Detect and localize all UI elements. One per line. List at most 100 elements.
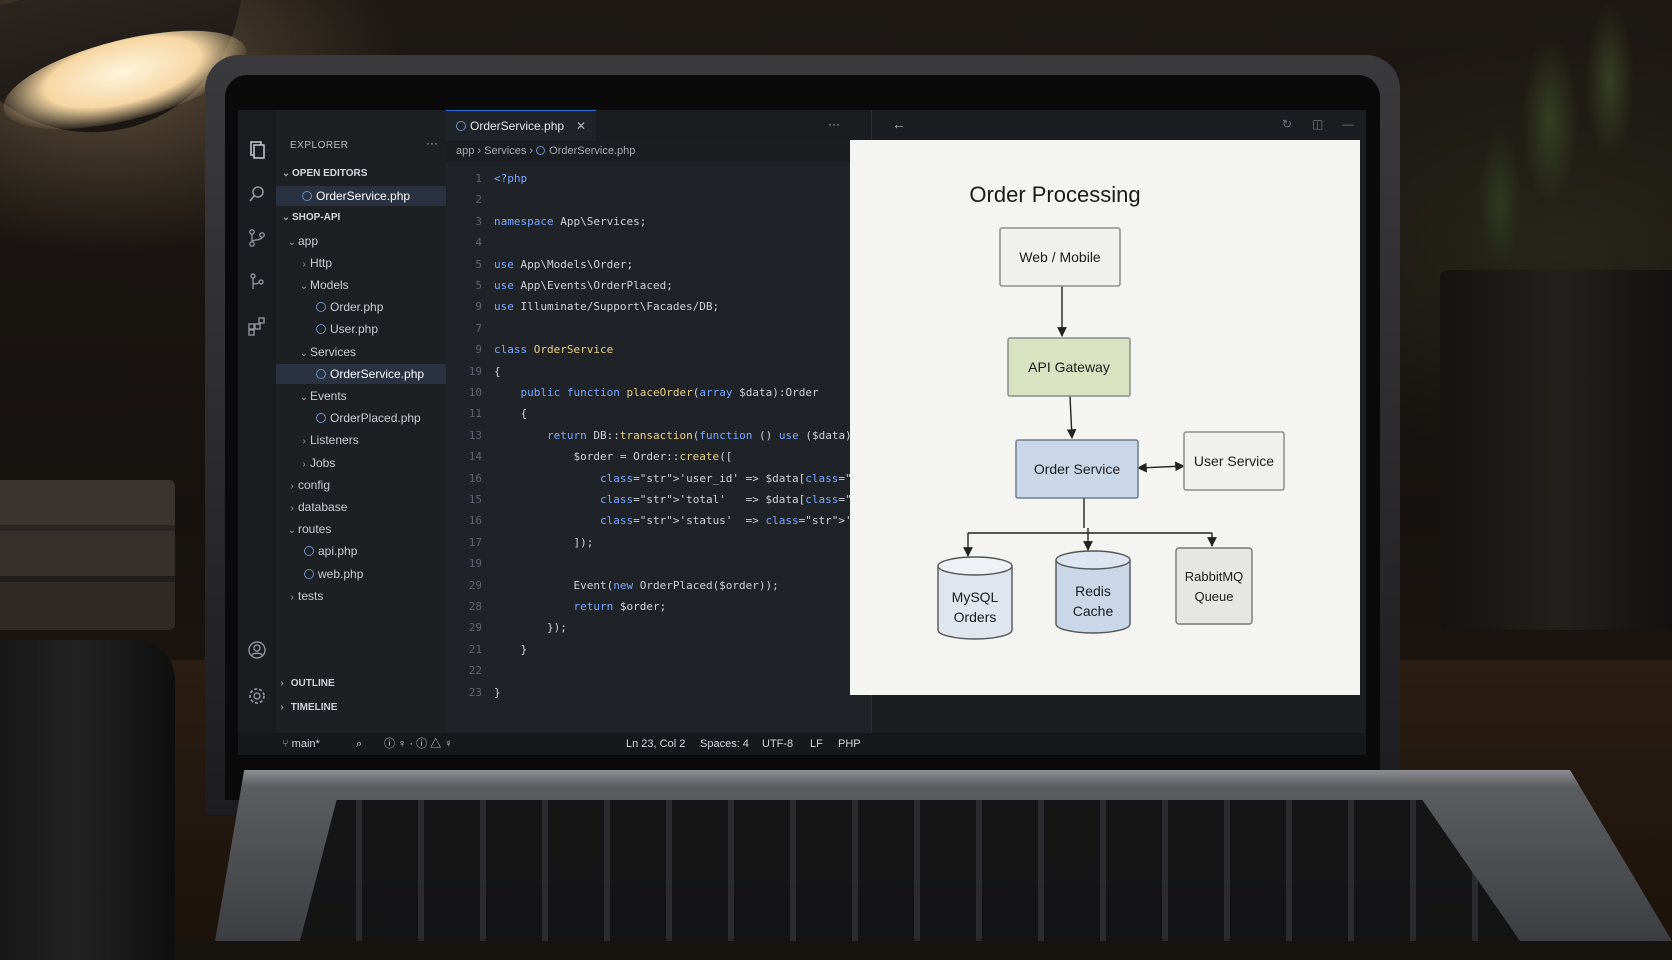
run-debug-icon[interactable]: [247, 272, 267, 292]
close-icon[interactable]: ✕: [575, 119, 586, 133]
file-orderplaced-php[interactable]: OrderPlaced.php: [276, 408, 446, 428]
folder-services[interactable]: ⌄Services: [276, 342, 446, 362]
edge-order-user: [1137, 461, 1185, 473]
code-line[interactable]: 23}: [446, 682, 871, 703]
cursor-position[interactable]: Ln 23, Col 2: [626, 738, 686, 750]
chevron-right-icon: ›: [529, 145, 534, 157]
tree-item-label: Services: [310, 344, 357, 359]
extensions-icon[interactable]: [247, 316, 267, 336]
split-icon[interactable]: ◫: [1312, 117, 1324, 131]
folder-events[interactable]: ⌄Events: [276, 386, 446, 406]
folder-routes[interactable]: ⌄routes: [276, 519, 446, 539]
tree-item-label: OrderService.php: [330, 366, 425, 381]
breadcrumb-services[interactable]: Services: [484, 145, 527, 157]
file-order-php[interactable]: Order.php: [276, 297, 446, 317]
code-line[interactable]: 16 class="str">'status' => class="str">'…: [446, 510, 912, 531]
folder-models[interactable]: ⌄Models: [276, 275, 446, 295]
code-line[interactable]: 11 {: [446, 403, 871, 424]
files-icon[interactable]: [247, 140, 267, 160]
tree-item-label: OPEN EDITORS: [292, 168, 368, 179]
file-orderservice-php[interactable]: OrderService.php: [276, 363, 446, 384]
back-arrow-icon[interactable]: ←: [892, 116, 906, 132]
file-user-php[interactable]: User.php: [276, 319, 446, 339]
tree-item-label: routes: [298, 522, 332, 537]
code-line[interactable]: 19 {: [446, 361, 871, 382]
code-line[interactable]: 16 class="str">'user_id' => $data[class=…: [446, 468, 958, 489]
code-text: return DB::transaction(function () use (…: [546, 428, 865, 442]
code-line[interactable]: 28 return $order;: [446, 596, 871, 617]
code-line[interactable]: 2: [446, 189, 871, 210]
chevron-down-icon: ⌄: [281, 212, 291, 224]
line-number: 11: [468, 407, 482, 421]
line-number: 19: [468, 364, 482, 378]
code-line[interactable]: 4: [446, 232, 871, 253]
line-number: 19: [468, 557, 482, 571]
gear-icon[interactable]: [247, 686, 267, 706]
line-number: 4: [475, 236, 482, 250]
code-line[interactable]: 10 public function placeOrder(array $dat…: [446, 382, 871, 403]
tree-item-label: web.php: [318, 566, 364, 581]
account-icon[interactable]: [247, 640, 267, 660]
code-line[interactable]: 7: [446, 318, 871, 339]
file-api-php[interactable]: api.php: [276, 541, 446, 561]
outline-section[interactable]: › OUTLINE: [280, 678, 335, 689]
folder-jobs[interactable]: ›Jobs: [276, 453, 446, 473]
code-line[interactable]: 21 }: [446, 639, 871, 660]
open-editor-item[interactable]: OrderService.php: [276, 186, 446, 207]
source-control-icon[interactable]: [247, 228, 267, 248]
folder-listeners[interactable]: ›Listeners: [276, 430, 446, 450]
php-file-icon: [316, 368, 326, 379]
search-icon[interactable]: [247, 184, 267, 204]
language-mode[interactable]: PHP: [838, 738, 861, 750]
warnings-icon[interactable]: ⓘ ♀ · ⓘ △ ♀: [384, 738, 453, 750]
file-web-php[interactable]: web.php: [276, 564, 446, 584]
folder-http[interactable]: ›Http: [276, 253, 446, 273]
folder-database[interactable]: ›database: [276, 497, 446, 517]
editor-more-actions[interactable]: ···: [828, 117, 840, 131]
code-line[interactable]: 17 ]);: [446, 532, 871, 553]
edge-order-branch: [968, 498, 1212, 534]
breadcrumb-file[interactable]: OrderService.php: [549, 145, 636, 157]
refresh-icon[interactable]: ↻: [1282, 117, 1293, 131]
folder-config[interactable]: ›config: [276, 475, 446, 495]
explorer-more-button[interactable]: ···: [426, 136, 438, 150]
line-number: 14: [468, 450, 482, 464]
line-number: 16: [468, 471, 482, 485]
code-text: {: [494, 364, 501, 378]
node-redis-cache: Redis Cache: [1055, 550, 1131, 634]
chevron-down-icon: ⌄: [287, 525, 297, 537]
code-line[interactable]: 19: [446, 553, 871, 574]
code-line[interactable]: 1<?php: [446, 168, 871, 189]
open-editors-section[interactable]: ⌄OPEN EDITORS: [276, 164, 446, 184]
search-icon[interactable]: ⌕: [356, 738, 363, 750]
code-line[interactable]: 14 $order = Order::create([: [446, 446, 871, 467]
code-line[interactable]: 29 });: [446, 617, 871, 638]
minimize-icon[interactable]: —: [1342, 117, 1354, 131]
svg-text:User Service: User Service: [1194, 453, 1274, 469]
encoding[interactable]: UTF-8: [762, 738, 794, 750]
code-line[interactable]: 15 class="str">'total' => $data[class="s…: [446, 489, 945, 510]
project-section[interactable]: ⌄SHOP-API: [276, 208, 446, 228]
code-line[interactable]: 13 return DB::transaction(function () us…: [446, 425, 871, 446]
indent-setting[interactable]: Spaces: 4: [700, 738, 749, 750]
php-file-icon: [456, 121, 466, 131]
line-ending[interactable]: LF: [810, 738, 823, 750]
tab-orderservice[interactable]: OrderService.php ✕: [446, 110, 596, 141]
folder-app[interactable]: ⌄app: [276, 231, 446, 251]
folder-tests[interactable]: ›tests: [276, 586, 446, 606]
code-line[interactable]: 29 Event(new OrderPlaced($order));: [446, 575, 871, 596]
breadcrumb: app › Services › OrderService.php: [446, 140, 871, 162]
breadcrumb-app[interactable]: app: [456, 145, 475, 157]
branch-indicator[interactable]: ⑂ main*: [282, 733, 320, 755]
code-line[interactable]: 22: [446, 660, 871, 681]
tree-item-label: config: [298, 477, 331, 492]
timeline-section[interactable]: › TIMELINE: [280, 702, 338, 713]
line-number: 9: [475, 343, 482, 357]
